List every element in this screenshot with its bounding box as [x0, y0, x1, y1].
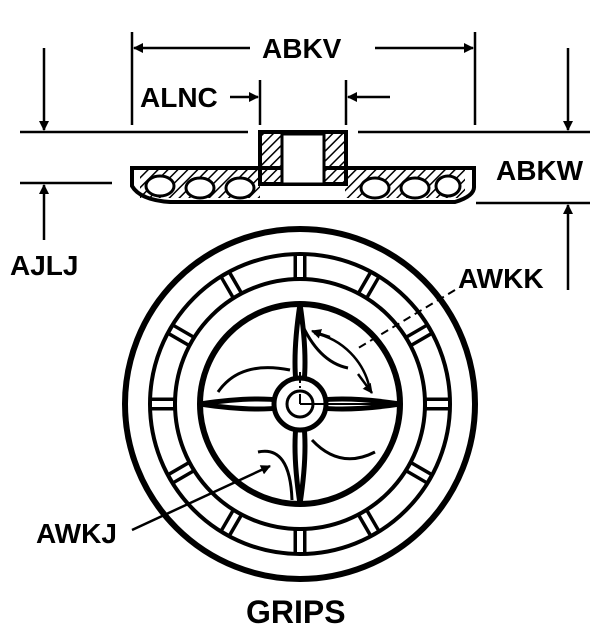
outer-rim — [122, 226, 478, 582]
caption-grips: GRIPS — [246, 594, 346, 630]
label-awkj: AWKJ — [36, 518, 117, 549]
awkj-leader — [131, 464, 271, 532]
radial-ribs-fill — [152, 256, 448, 552]
flange-cavities — [144, 174, 462, 200]
label-ajlj: AJLJ — [10, 250, 78, 281]
label-abkv: ABKV — [262, 33, 342, 64]
side-section-view — [130, 130, 477, 204]
label-abkw: ABKW — [496, 155, 584, 186]
awkk-leader — [354, 289, 456, 351]
label-alnc: ALNC — [140, 82, 218, 113]
label-awkk: AWKK — [458, 263, 544, 294]
top-view — [122, 226, 478, 582]
angle-indicator — [300, 329, 388, 405]
dimension-lines — [20, 32, 590, 290]
hub-bore — [280, 132, 326, 186]
